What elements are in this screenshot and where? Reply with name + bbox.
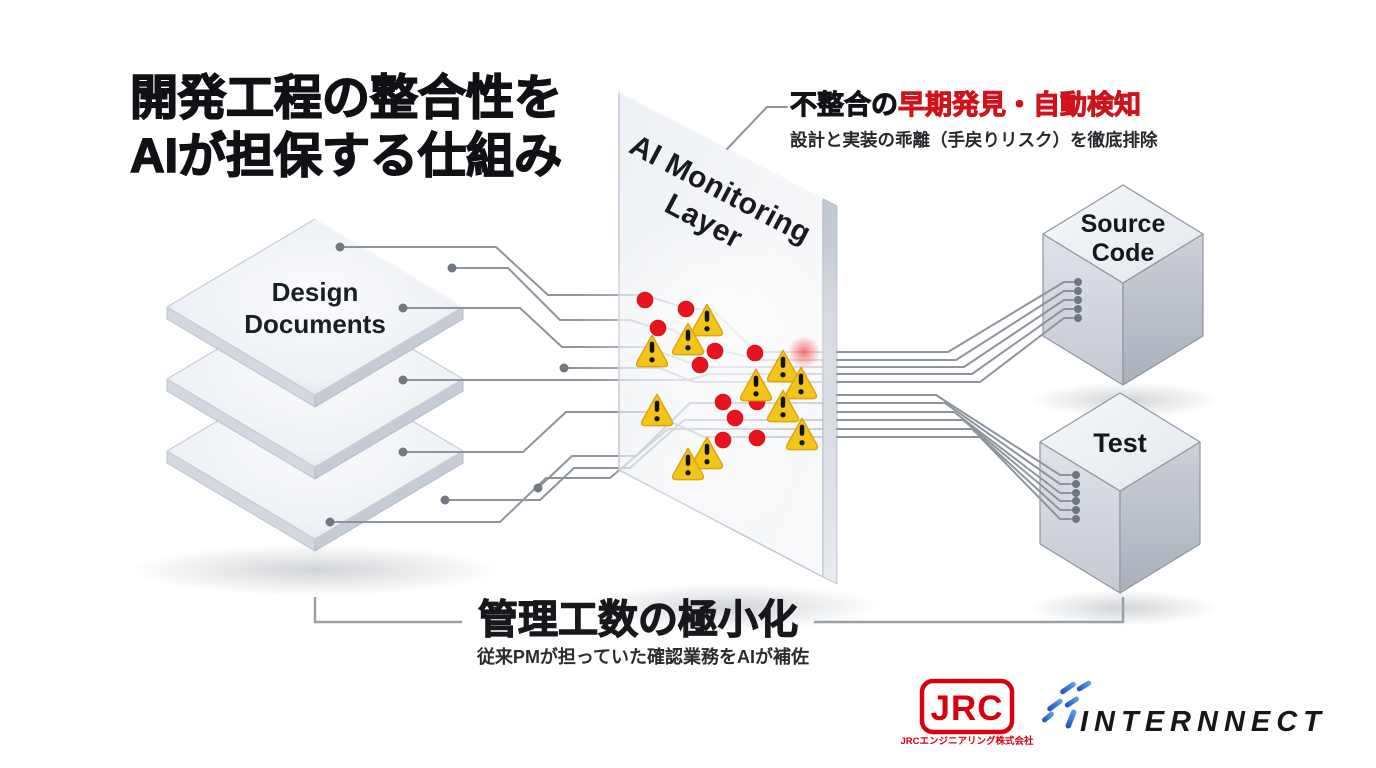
bottom-subtitle: 従来PMが担っていた確認業務をAIが補佐 [476, 646, 809, 667]
inconsistency-dot [706, 342, 724, 360]
wire-endpoint-dot [533, 483, 543, 493]
inconsistency-dot [649, 319, 667, 337]
wire-endpoint-dot [447, 263, 457, 273]
internnect-mark-icon [1042, 680, 1092, 729]
port-dot [1074, 287, 1082, 295]
wire-endpoint-dots [325, 242, 569, 527]
annotation-title-prefix: 不整合の [790, 89, 898, 120]
annotation-inconsistency: 不整合の早期発見・自動検知 設計と実装の乖離（手戻りリスク）を徹底排除 [726, 89, 1158, 150]
red-glow [788, 336, 820, 368]
source-code-port-dots [1074, 278, 1082, 322]
port-dot [1072, 471, 1080, 479]
main-title-line2: AIが担保する仕組み [130, 130, 562, 183]
wire-endpoint-dot [440, 495, 450, 505]
inconsistency-dot [714, 393, 732, 411]
design-plate-1: Design Documents [166, 218, 464, 408]
design-documents-label-line2: Documents [244, 309, 386, 339]
source-code-label-line2: Code [1092, 239, 1155, 267]
inconsistency-dot [748, 429, 766, 447]
source-code-cube: Source Code [1042, 184, 1204, 386]
inconsistency-dot [726, 409, 744, 427]
port-dot [1074, 296, 1082, 304]
wire-endpoint-dot [398, 303, 408, 313]
wire-endpoint-dot [398, 447, 408, 457]
jrc-logo-text: JRC [930, 689, 1003, 728]
test-cube: Test [1039, 392, 1201, 594]
bottom-title: 管理工数の極小化 [478, 598, 798, 642]
bracket-left [313, 597, 462, 624]
annotation-subtitle: 設計と実装の乖離（手戻りリスク）を徹底排除 [790, 130, 1158, 150]
jrc-logo-frame [919, 678, 1015, 735]
inconsistency-dot [691, 356, 709, 374]
design-documents-stack: Design Documents [166, 218, 464, 552]
inconsistency-dot [746, 344, 764, 362]
inconsistency-dot [714, 431, 732, 449]
wire-endpoint-dot [559, 363, 569, 373]
bracket-right [814, 597, 1125, 624]
port-dot [1074, 305, 1082, 313]
design-documents-label-line1: Design [272, 277, 359, 307]
main-title: 開発工程の整合性を AIが担保する仕組み [129, 71, 563, 184]
port-dot [1074, 314, 1082, 322]
inconsistency-dot [636, 291, 654, 309]
annotation-title-highlight: 早期発見・自動検知 [898, 89, 1141, 120]
source-code-label-line1: Source [1081, 210, 1166, 238]
test-port-dots [1072, 471, 1080, 523]
port-dot [1072, 480, 1080, 488]
jrc-logo: JRC JRCエンジニアリング株式会社 [900, 678, 1034, 747]
port-dot [1072, 506, 1080, 514]
test-label: Test [1093, 428, 1147, 458]
internnect-logo: INTERNNECT [1042, 680, 1327, 738]
wire-endpoint-dot [398, 375, 408, 385]
wire-endpoint-dot [335, 242, 345, 252]
annotation-title: 不整合の早期発見・自動検知 [790, 89, 1141, 120]
port-dot [1074, 278, 1082, 286]
jrc-logo-subtext: JRCエンジニアリング株式会社 [900, 735, 1034, 747]
internnect-logo-text: INTERNNECT [1080, 706, 1327, 738]
main-title-line1: 開発工程の整合性を [130, 72, 562, 125]
bottom-caption: 管理工数の極小化 従来PMが担っていた確認業務をAIが補佐 [313, 597, 1125, 667]
ai-monitoring-panel: AI Monitoring Layer [568, 91, 868, 585]
right-wires [836, 281, 1074, 520]
port-dot [1072, 489, 1080, 497]
port-dot [1072, 515, 1080, 523]
wire-endpoint-dot [325, 517, 335, 527]
annotation-leader-line [726, 106, 788, 150]
inconsistency-dot [677, 300, 695, 318]
port-dot [1072, 497, 1080, 505]
